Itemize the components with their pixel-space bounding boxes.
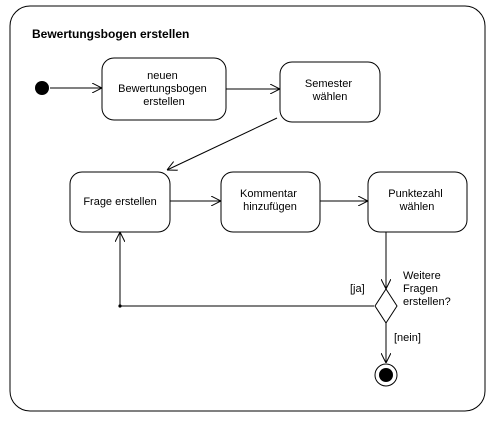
- svg-text:Frage erstellen: Frage erstellen: [83, 196, 156, 208]
- activity-neuer-bewertungsbogen-label: neuen: [147, 70, 178, 82]
- activity-kommentar-hinzufuegen: [220, 171, 321, 233]
- activity-punktezahl-waehlen-label: wählen: [399, 201, 435, 213]
- decision-question-line: Weitere: [403, 270, 441, 282]
- activity-semester-waehlen-label: wählen: [312, 91, 348, 103]
- activity-semester-waehlen: [279, 61, 381, 123]
- svg-text:neuen Bewertungsbogen: neuen Bewertungsbogen erstellen: [118, 70, 210, 108]
- svg-text:Semester wählen: Semester wählen: [305, 78, 355, 103]
- guard-no: [nein]: [394, 332, 421, 344]
- activity-neuer-bewertungsbogen-label: Bewertungsbogen: [118, 83, 207, 95]
- activity-kommentar-hinzufuegen-label: hinzufügen: [243, 201, 297, 213]
- activity-punktezahl-waehlen-label: Punktezahl: [388, 188, 442, 200]
- decision-question-line: Fragen: [403, 283, 438, 295]
- activity-frage-erstellen: [69, 171, 171, 233]
- activity-neuer-bewertungsbogen-label: erstellen: [143, 96, 185, 108]
- activity-kommentar-hinzufuegen-label: Kommentar: [240, 188, 297, 200]
- edge-junction-dot: [118, 304, 122, 308]
- decision-question: Weitere Fragen erstellen?: [403, 270, 451, 308]
- edge-semester-to-frage: [167, 117, 278, 170]
- final-node-core: [379, 368, 393, 382]
- svg-text:Punktezahl wählen: Punktezahl wählen: [388, 188, 446, 213]
- diagram-title: Bewertungsbogen erstellen: [32, 27, 189, 41]
- activity-neuer-bewertungsbogen: [101, 57, 227, 121]
- guard-yes: [ja]: [350, 283, 365, 295]
- activity-frage-erstellen-label: Frage erstellen: [83, 196, 156, 208]
- activity-punktezahl-waehlen: [367, 171, 468, 233]
- decision-node: [374, 288, 398, 324]
- decision-question-line: erstellen?: [403, 296, 451, 308]
- initial-node: [35, 81, 49, 95]
- svg-text:Kommentar hinzufügen: Kommentar hinzufügen: [240, 188, 300, 213]
- activity-semester-waehlen-label: Semester: [305, 78, 352, 90]
